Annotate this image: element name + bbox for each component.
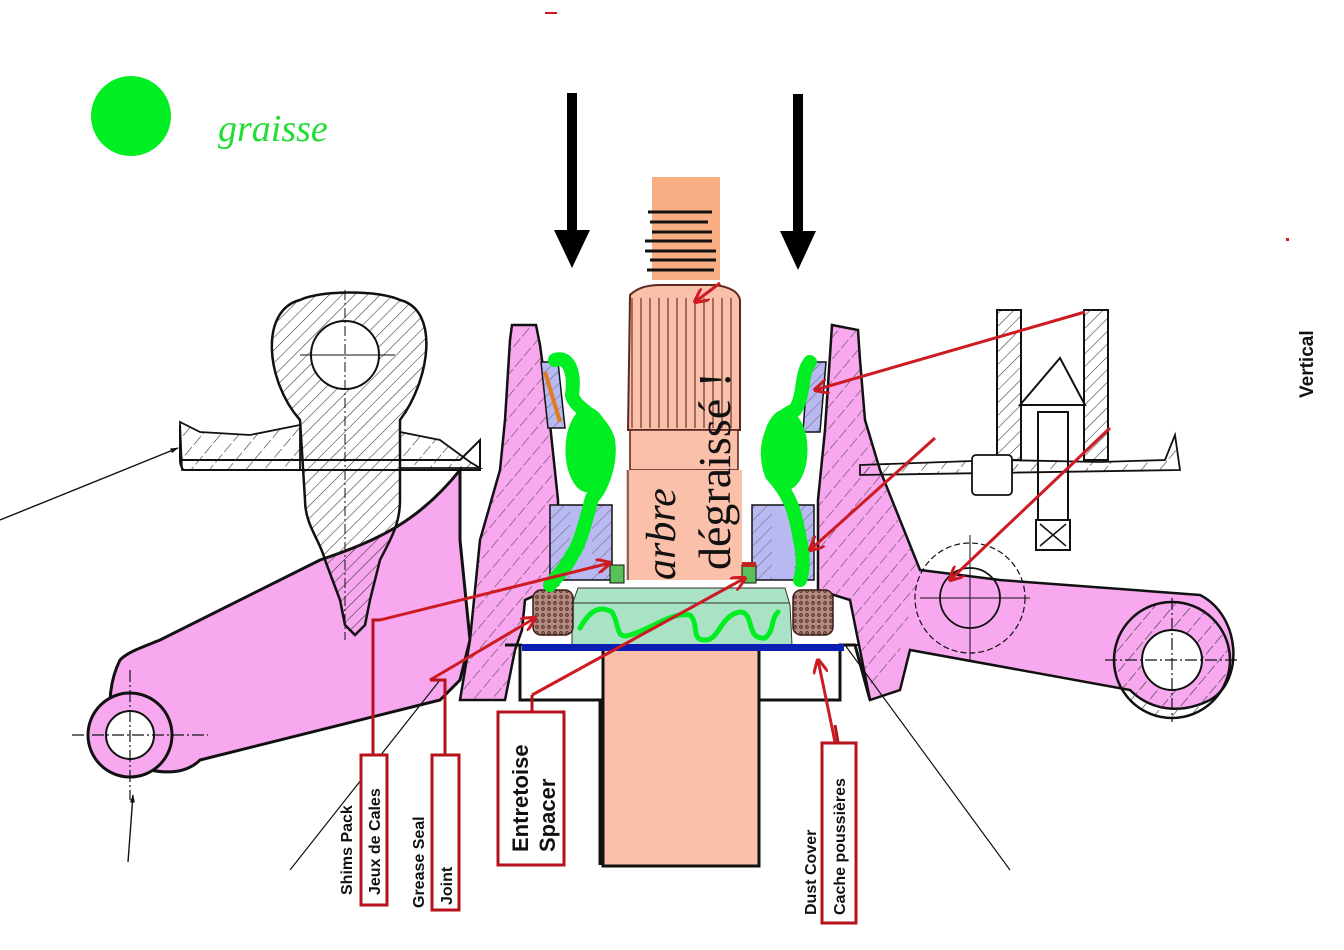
callout-shims-en: Shims Pack	[339, 805, 356, 895]
shaft-threaded-end	[652, 177, 720, 280]
shaft-lower	[601, 646, 761, 868]
shaft-collar	[629, 429, 739, 471]
callout-spacer: Entretoise Spacer	[496, 695, 566, 867]
orientation-label: Vertical	[1297, 330, 1318, 398]
grease-seals	[532, 589, 834, 636]
right-bolt-assembly	[859, 309, 1182, 551]
callout-dust-cover: Cache poussières Dust Cover	[803, 724, 858, 925]
callout-spacer-en: Spacer	[535, 778, 560, 852]
callout-shims-fr: Jeux de Cales	[367, 788, 384, 895]
callout-grease-seal-fr: Joint	[439, 866, 456, 905]
shaft-arbre	[601, 177, 761, 868]
callout-dust-cover-en: Dust Cover	[803, 830, 820, 915]
callout-spacer-fr: Entretoise	[508, 744, 533, 852]
shaft-label-arbre: arbre	[639, 488, 685, 580]
load-arrow-left	[554, 93, 590, 268]
load-arrow-right	[780, 94, 816, 270]
load-arrows	[554, 93, 816, 270]
stray-mark	[1286, 238, 1289, 241]
left-steering-arm	[72, 465, 472, 863]
callout-grease-seal-en: Grease Seal	[411, 816, 428, 908]
dust-cover-plate	[522, 644, 844, 651]
callout-grease-seal: Joint Grease Seal	[411, 678, 461, 912]
callout-shims-pack: Jeux de Cales Shims Pack	[339, 618, 389, 907]
shaft-body	[626, 470, 742, 580]
grease-legend-swatch	[91, 76, 171, 156]
shaft-label-degraisse: dégraissé !	[689, 372, 740, 570]
shaft-thread-lines	[645, 210, 716, 272]
callout-dust-cover-fr: Cache poussières	[832, 778, 849, 915]
stray-mark	[545, 12, 557, 14]
red-indicator-arrows	[379, 281, 1112, 743]
grease-legend-label: graisse	[218, 108, 328, 150]
grease-annotations	[543, 352, 817, 643]
legend: graisse	[91, 76, 328, 156]
right-hub-housing	[816, 323, 1240, 722]
left-ball-joint	[0, 290, 484, 640]
